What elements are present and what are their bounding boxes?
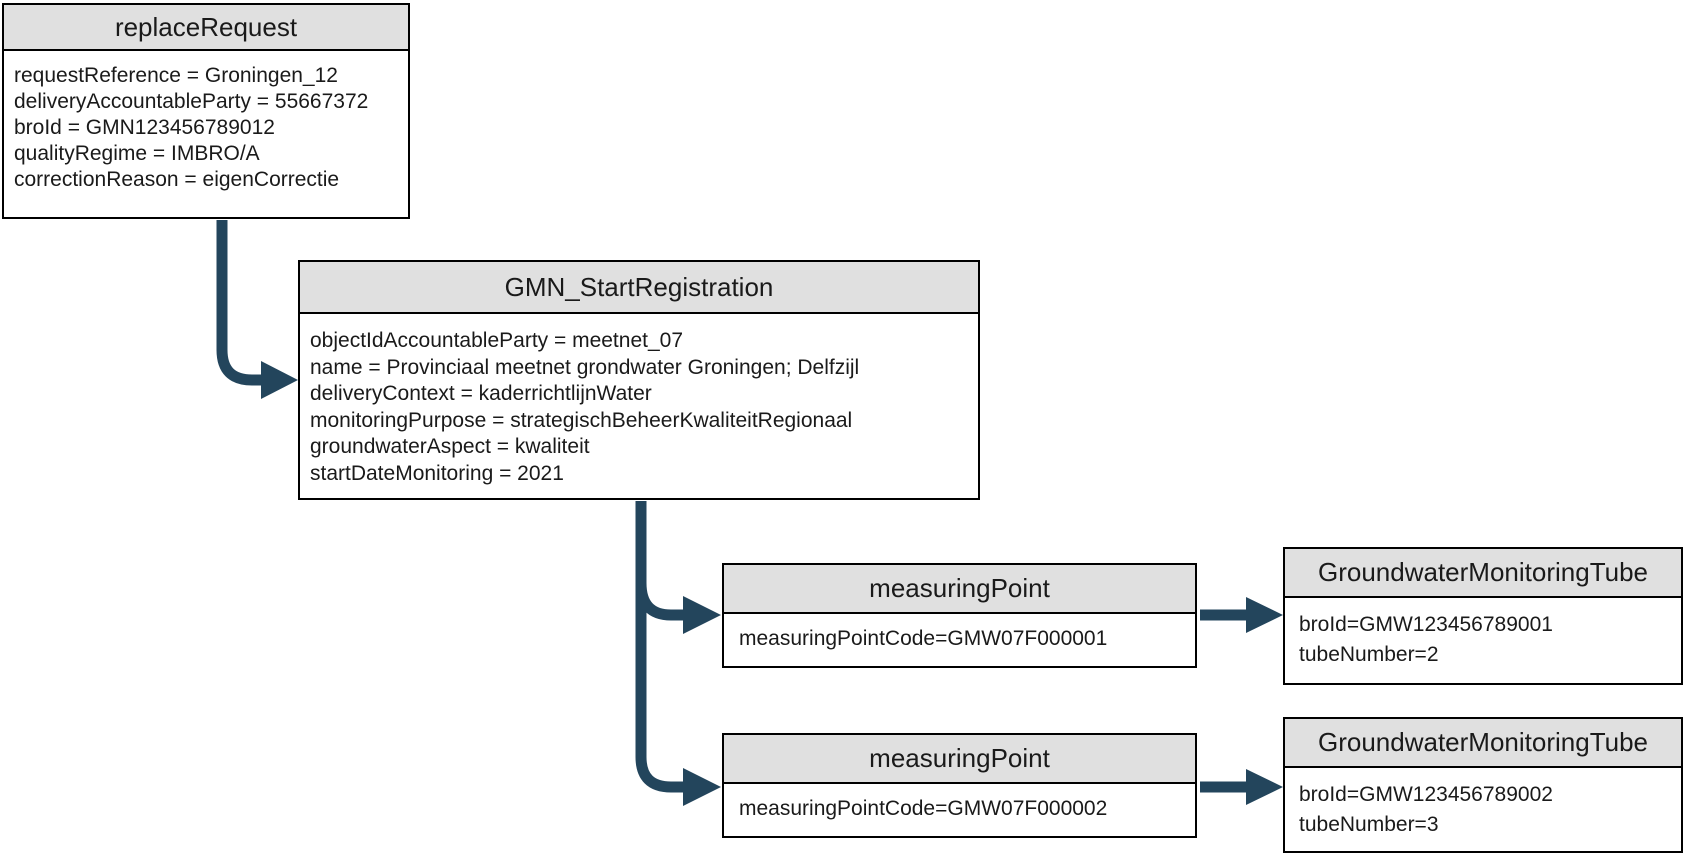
edge-gmn-branch-line xyxy=(635,582,684,621)
node-attribute: measuringPointCode=GMW07F000002 xyxy=(739,797,1108,820)
arrowhead-icon xyxy=(683,596,721,634)
node-attributes: objectIdAccountableParty = meetnet_07 na… xyxy=(300,314,978,487)
node-attribute: qualityRegime = IMBRO/A xyxy=(14,142,260,165)
node-attribute: name = Provinciaal meetnet grondwater Gr… xyxy=(310,355,860,379)
node-attribute: measuringPointCode=GMW07F000001 xyxy=(739,627,1108,650)
node-attribute: tubeNumber=3 xyxy=(1299,813,1439,836)
node-attribute: broId=GMW123456789002 xyxy=(1299,783,1553,806)
node-attribute: startDateMonitoring = 2021 xyxy=(310,461,564,485)
node-attributes: measuringPointCode=GMW07F000001 xyxy=(724,614,1195,664)
node-groundwater-monitoring-tube-1: GroundwaterMonitoringTube broId=GMW12345… xyxy=(1283,547,1683,685)
arrowhead-icon xyxy=(683,768,721,806)
node-title: measuringPoint xyxy=(724,565,1195,614)
node-measuring-point-1: measuringPoint measuringPointCode=GMW07F… xyxy=(722,563,1197,668)
node-attribute: deliveryContext = kaderrichtlijnWater xyxy=(310,382,652,405)
node-attributes: broId=GMW123456789002 tubeNumber=3 xyxy=(1285,768,1681,840)
node-attributes: requestReference = Groningen_12 delivery… xyxy=(4,51,408,193)
node-replace-request: replaceRequest requestReference = Gronin… xyxy=(2,3,410,219)
arrowhead-icon xyxy=(261,361,298,399)
node-title: GMN_StartRegistration xyxy=(300,262,978,314)
node-title: measuringPoint xyxy=(724,735,1195,784)
edge-gmn-trunk-line xyxy=(635,501,684,793)
node-title: GroundwaterMonitoringTube xyxy=(1285,719,1681,768)
node-title: GroundwaterMonitoringTube xyxy=(1285,549,1681,598)
node-attributes: measuringPointCode=GMW07F000002 xyxy=(724,784,1195,834)
node-measuring-point-2: measuringPoint measuringPointCode=GMW07F… xyxy=(722,733,1197,838)
node-groundwater-monitoring-tube-2: GroundwaterMonitoringTube broId=GMW12345… xyxy=(1283,717,1683,853)
edge-replace-to-gmn-line xyxy=(216,220,262,386)
node-attribute: groundwaterAspect = kwaliteit xyxy=(310,435,590,458)
arrowhead-icon xyxy=(1246,769,1283,805)
node-title: replaceRequest xyxy=(4,5,408,51)
node-attribute: broId=GMW123456789001 xyxy=(1299,613,1553,636)
node-attribute: monitoringPurpose = strategischBeheerKwa… xyxy=(310,408,853,432)
node-attribute: correctionReason = eigenCorrectie xyxy=(14,168,340,191)
node-attribute: requestReference = Groningen_12 xyxy=(14,64,338,87)
node-attribute: objectIdAccountableParty = meetnet_07 xyxy=(310,329,683,352)
node-attributes: broId=GMW123456789001 tubeNumber=2 xyxy=(1285,598,1681,670)
arrowhead-icon xyxy=(1246,597,1283,633)
node-gmn-start-registration: GMN_StartRegistration objectIdAccountabl… xyxy=(298,260,980,500)
node-attribute: deliveryAccountableParty = 55667372 xyxy=(14,90,369,113)
node-attribute: broId = GMN123456789012 xyxy=(14,116,275,139)
node-attribute: tubeNumber=2 xyxy=(1299,643,1439,666)
